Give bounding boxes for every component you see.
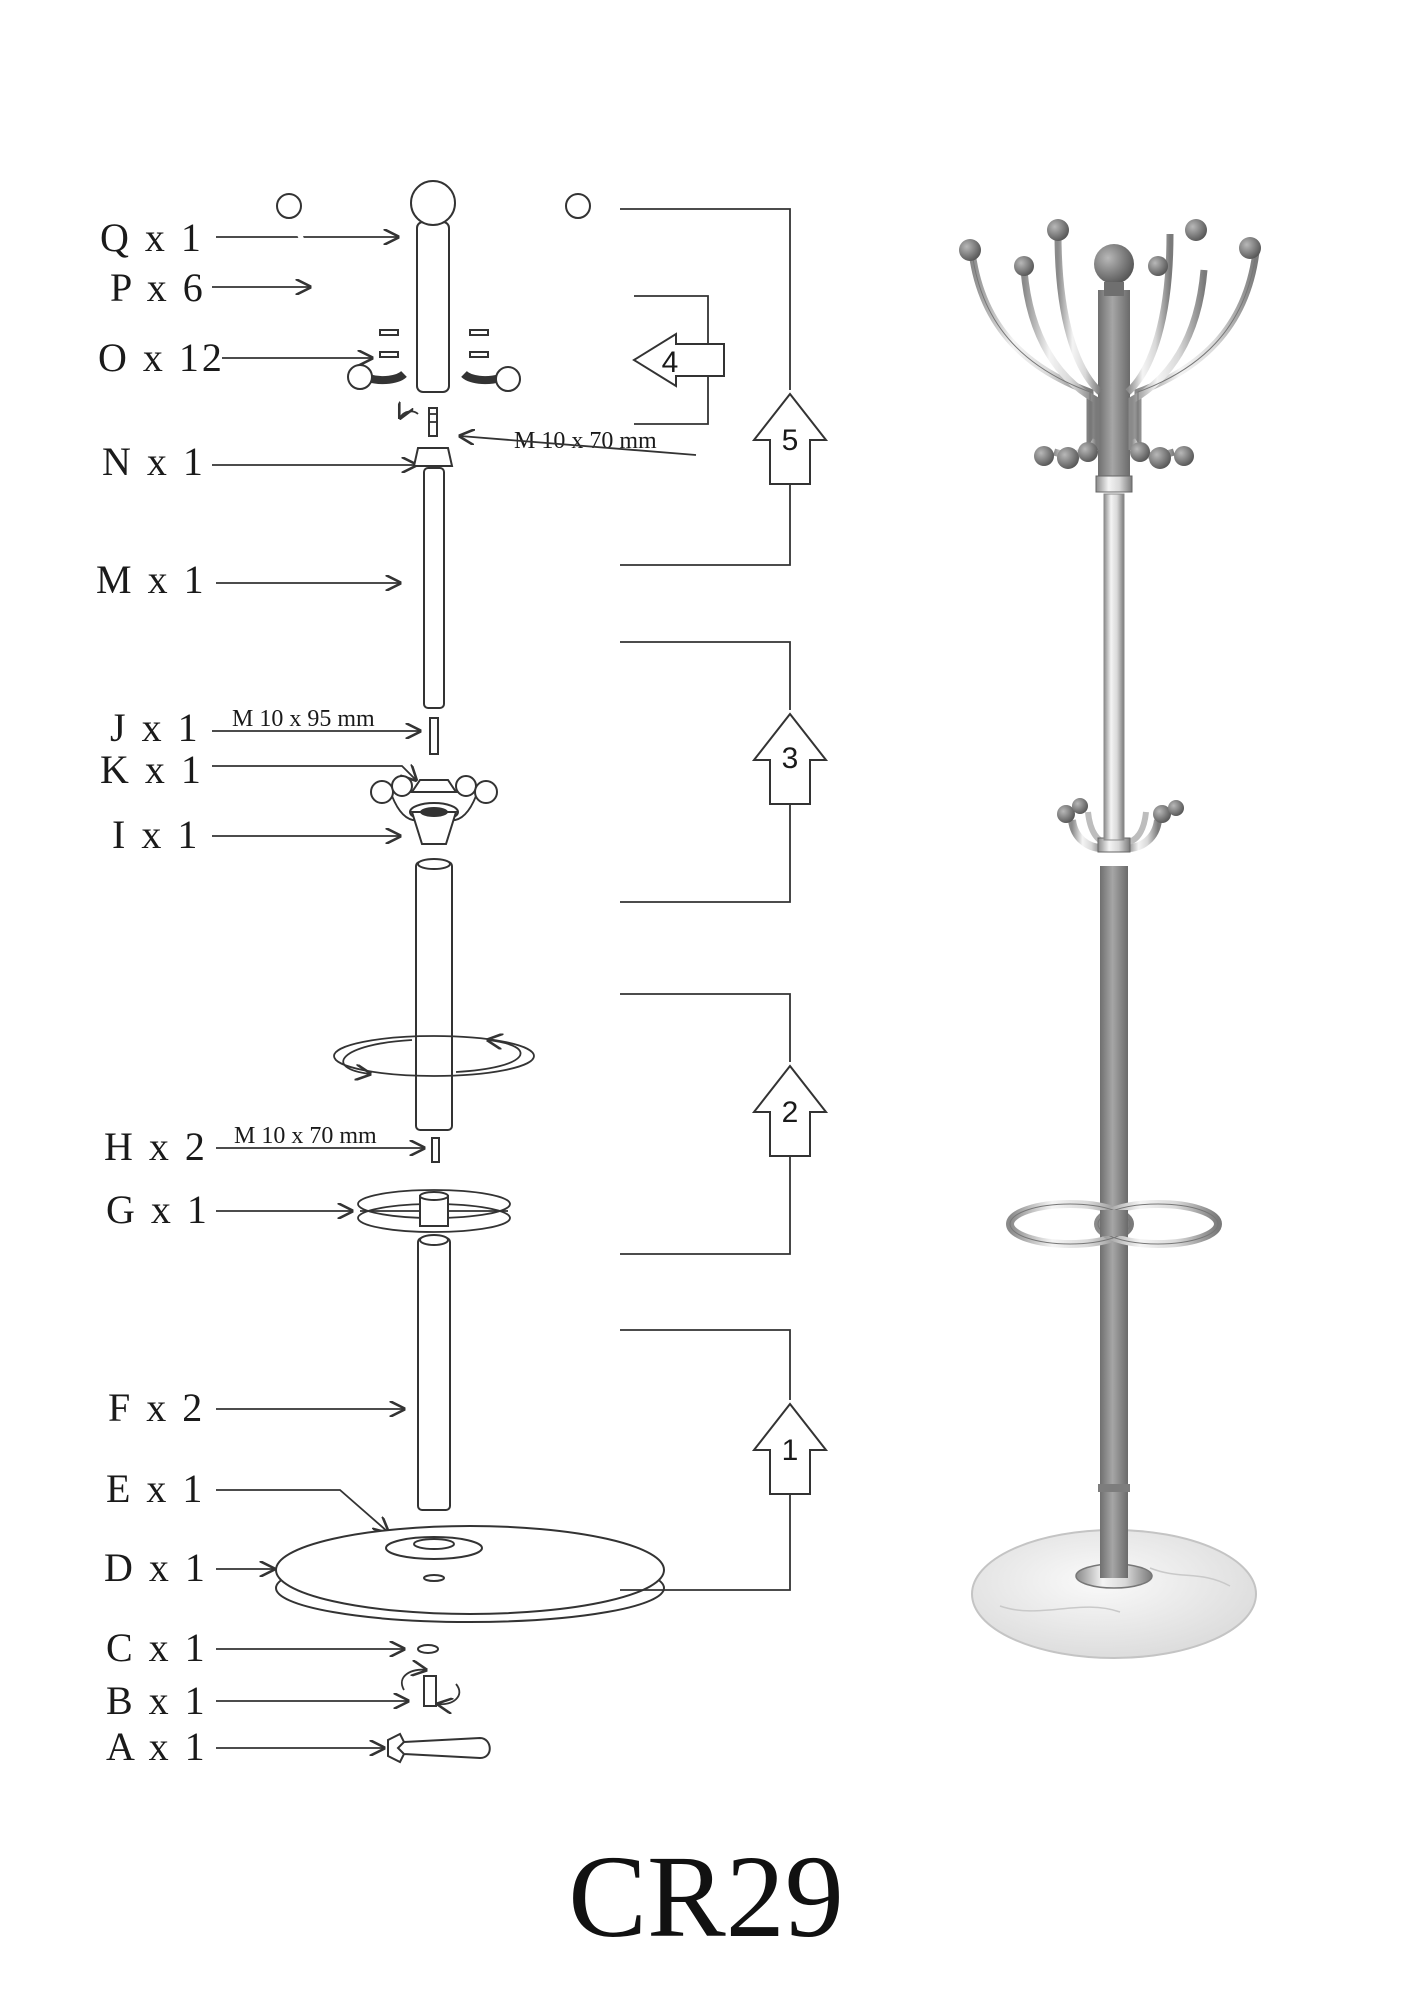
bracket-step-5 xyxy=(620,208,791,390)
model-title: CR29 xyxy=(568,1831,843,1962)
part-label-i: I x 1 xyxy=(112,812,200,857)
part-label-b: B x 1 xyxy=(106,1678,208,1723)
step-arrow-4: 4 xyxy=(632,332,725,388)
bolt-h xyxy=(431,1137,440,1163)
svg-text:2: 2 xyxy=(782,1096,799,1129)
svg-text:1: 1 xyxy=(782,1434,799,1467)
tube-f-upper xyxy=(415,861,453,1131)
leader-arrow-e xyxy=(216,1489,388,1532)
umbrella-ring-g xyxy=(357,1189,511,1233)
bracket-step-1 xyxy=(620,1329,791,1400)
bolt-n xyxy=(400,408,454,467)
leader-arrow-k xyxy=(212,766,416,780)
hook-ball-icon xyxy=(495,366,521,392)
hook-ball-icon xyxy=(565,193,591,219)
bracket-step-2 xyxy=(620,993,791,1062)
bolt-spec-middle: M 10 x 95 mm xyxy=(232,706,375,732)
part-labels: Q x 1 P x 6 O x 12 N x 1 M x 1 J x 1 K x… xyxy=(96,215,424,1769)
part-label-h: H x 2 xyxy=(104,1124,208,1169)
svg-text:3: 3 xyxy=(782,742,799,775)
exploded-view xyxy=(275,180,665,1764)
part-label-g: G x 1 xyxy=(106,1187,210,1232)
part-label-j: J x 1 xyxy=(110,705,201,750)
center-pole-top xyxy=(416,221,450,393)
step-arrow-5: 5 xyxy=(751,392,829,485)
part-label-o: O x 12 xyxy=(98,335,225,380)
bracket-step-3 xyxy=(620,641,791,710)
umbrella-ring xyxy=(1006,1200,1222,1248)
hook-head-assembly xyxy=(276,180,591,393)
part-label-a: A x 1 xyxy=(106,1724,208,1769)
part-label-p: P x 6 xyxy=(110,265,206,310)
step-brackets: 5 4 3 2 1 xyxy=(620,208,829,1591)
leader-arrow-bolt-top xyxy=(460,436,697,456)
chrome-tube-upper xyxy=(1103,493,1125,841)
hook-ball-icon xyxy=(276,193,302,219)
svg-text:4: 4 xyxy=(662,346,679,379)
top-finial-icon xyxy=(1094,244,1134,284)
connector-n xyxy=(412,447,454,467)
svg-text:5: 5 xyxy=(782,424,799,457)
tube-f-lower xyxy=(417,1237,451,1511)
screw-icon xyxy=(379,329,489,358)
hook-ball-icon xyxy=(347,364,373,390)
part-label-m: M x 1 xyxy=(96,557,207,602)
part-label-d: D x 1 xyxy=(104,1545,208,1590)
tube-m xyxy=(423,467,445,709)
step-arrow-3: 3 xyxy=(751,712,829,805)
bolt-j xyxy=(429,717,439,755)
wrench-icon xyxy=(387,1732,491,1764)
part-label-k: K x 1 xyxy=(100,747,204,792)
washer-c xyxy=(417,1644,439,1654)
bolt-specs: M 10 x 70 mm M 10 x 95 mm M 10 x 70 mm xyxy=(232,428,697,1149)
nut-b xyxy=(401,1670,461,1706)
base-d xyxy=(275,1525,665,1623)
part-label-q: Q x 1 xyxy=(100,215,204,260)
top-hook-head xyxy=(959,219,1261,493)
part-label-f: F x 2 xyxy=(108,1385,205,1430)
assembled-coat-stand xyxy=(959,219,1261,1659)
bolt-spec-bottom: M 10 x 70 mm xyxy=(234,1123,377,1149)
hook-ring-k-i xyxy=(370,775,498,845)
step-arrow-2: 2 xyxy=(751,1064,829,1157)
part-label-c: C x 1 xyxy=(106,1625,208,1670)
part-label-n: N x 1 xyxy=(102,439,206,484)
middle-hook-ring xyxy=(1057,798,1184,853)
top-finial-icon xyxy=(410,180,456,226)
part-label-e: E x 1 xyxy=(106,1466,205,1511)
step-arrow-1: 1 xyxy=(751,1402,829,1495)
rotate-arrow-icon xyxy=(333,1036,535,1076)
